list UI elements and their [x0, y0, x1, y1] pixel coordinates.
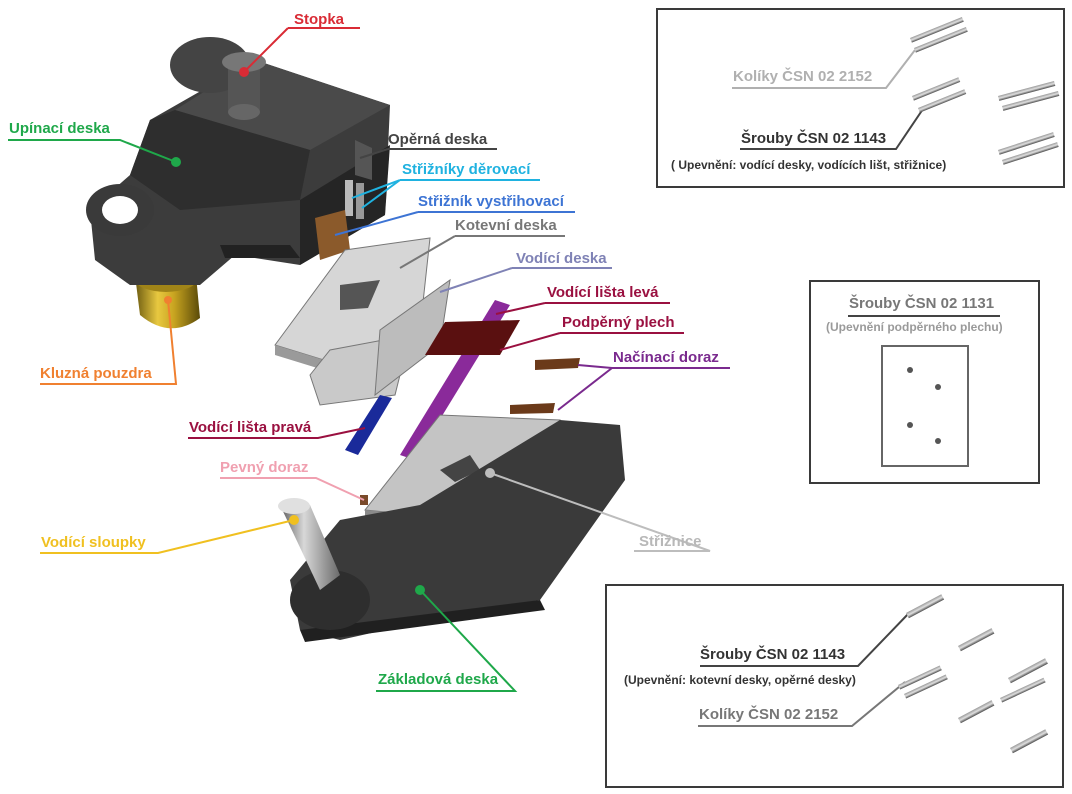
label-vodici-lista-prava: Vodící lišta pravá: [189, 419, 312, 436]
base-plate: [278, 420, 625, 642]
label-striznik-vystrihovaci: Střižník vystřihovací: [418, 193, 564, 210]
box-bottom-koliky: Kolíky ČSN 02 2152: [699, 706, 839, 723]
box-mid-note: (Upevnění podpěrného plechu): [826, 320, 1003, 334]
label-vodici-lista-leva: Vodící lišta levá: [547, 284, 659, 301]
box-top-koliky: Kolíky ČSN 02 2152: [733, 68, 873, 85]
upper-clamping-plate: [86, 37, 390, 329]
leader-dots: [164, 67, 495, 595]
box-mid-srouby: Šrouby ČSN 02 1131: [849, 295, 995, 312]
punches: [315, 180, 364, 260]
label-zakladova-deska: Základová deska: [378, 671, 499, 688]
label-kotevni-deska: Kotevní deska: [455, 217, 557, 234]
label-nacinaci-doraz: Načínací doraz: [613, 349, 719, 366]
label-kluzna-pouzdra: Kluzná pouzdra: [40, 365, 152, 382]
label-pevny-doraz: Pevný doraz: [220, 459, 309, 476]
guide-plate: [309, 278, 451, 406]
box-bottom-artwork: [605, 584, 1064, 788]
box-mid-artwork: [809, 280, 1040, 484]
label-strizniky-derovaci: Střižníky děrovací: [402, 161, 531, 178]
label-stopka: Stopka: [294, 11, 345, 28]
box-bottom-note: (Upevnění: kotevní desky, opěrné desky): [624, 673, 856, 687]
leader-lines: [8, 27, 730, 692]
box-bottom-srouby: Šrouby ČSN 02 1143: [700, 646, 846, 663]
box-top-note: ( Upevnění: vodící desky, vodících lišt,…: [671, 158, 947, 172]
label-operna-deska: Opěrná deska: [388, 131, 488, 148]
label-upinaci-deska: Upínací deska: [9, 120, 110, 137]
label-vodici-sloupky: Vodící sloupky: [41, 534, 146, 551]
label-vodici-deska: Vodící deska: [516, 250, 607, 267]
label-podperny-plech: Podpěrný plech: [562, 314, 675, 331]
box-top-srouby: Šrouby ČSN 02 1143: [741, 130, 887, 147]
label-striznice: Střižnice: [639, 533, 702, 550]
box-top-artwork: [656, 8, 1065, 188]
